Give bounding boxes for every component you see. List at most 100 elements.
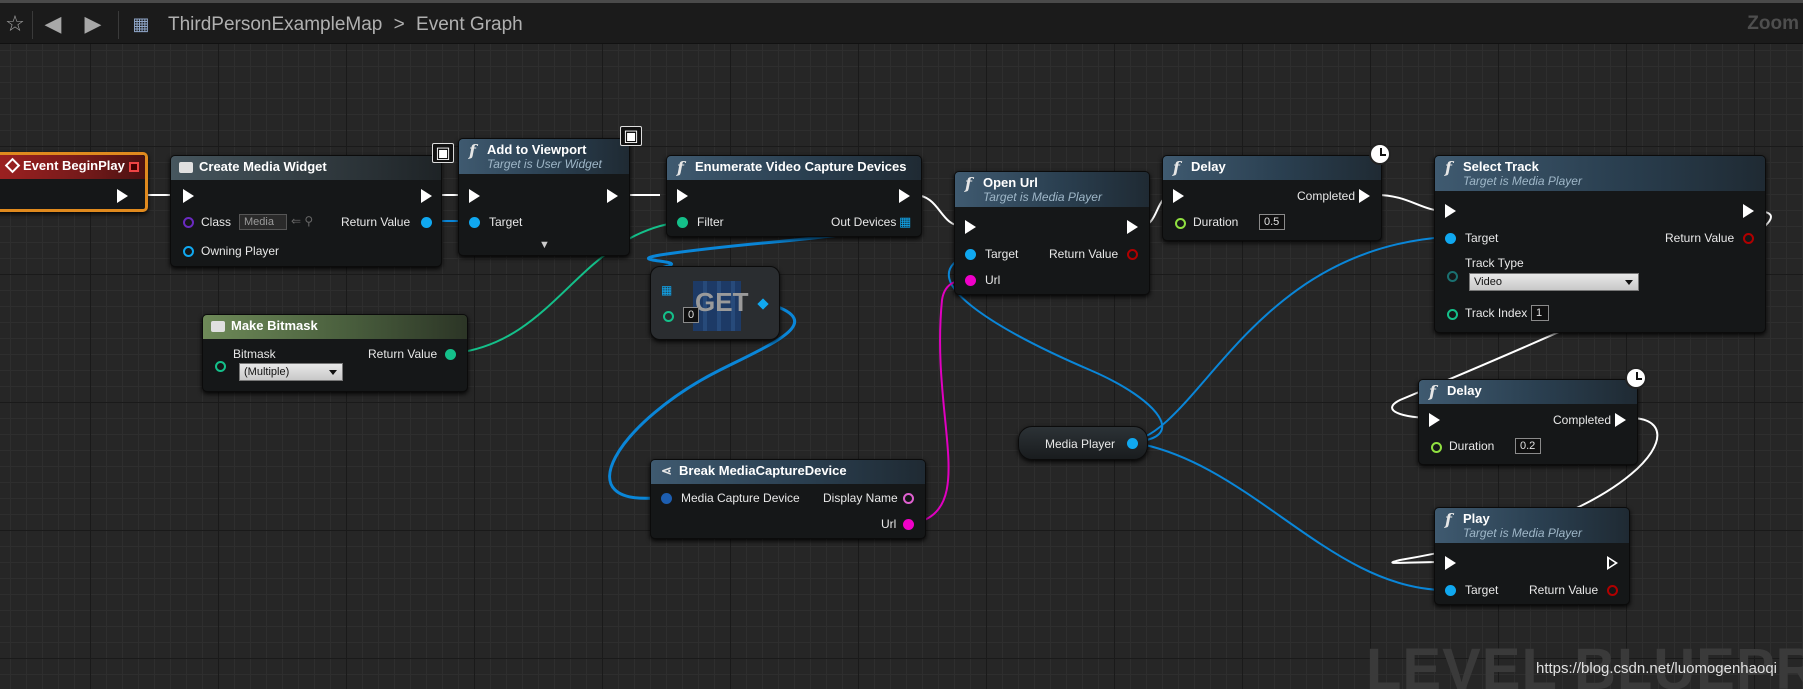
play-title: Play <box>1463 511 1490 526</box>
breadcrumb-graph[interactable]: Event Graph <box>416 14 523 35</box>
open-url-node[interactable]: f Open Url Target is Media Player Target… <box>954 171 1150 295</box>
duration-field[interactable]: 0.2 <box>1515 438 1541 454</box>
url-pin[interactable] <box>903 519 914 530</box>
return-value-pin[interactable] <box>445 349 456 360</box>
array-in-pin[interactable]: ▦ <box>661 283 673 297</box>
get-output-pin[interactable] <box>757 298 769 310</box>
media-player-pin[interactable] <box>1127 438 1138 449</box>
duration-field[interactable]: 0.5 <box>1259 214 1285 230</box>
track-index-field[interactable]: 1 <box>1531 305 1549 321</box>
media-player-variable-node[interactable]: Media Player <box>1018 426 1148 460</box>
filter-label: Filter <box>697 215 724 229</box>
exec-in-pin[interactable] <box>469 189 480 203</box>
play-subtitle: Target is Media Player <box>1463 526 1582 540</box>
array-get-node[interactable]: GET ▦ 0 <box>650 266 780 340</box>
target-pin[interactable] <box>1445 233 1456 244</box>
owning-player-pin[interactable] <box>183 246 194 257</box>
create-media-widget-node[interactable]: Create Media Widget Class Media ⇐ ⚲ Retu… <box>170 155 442 267</box>
target-pin[interactable] <box>1445 585 1456 596</box>
exec-out-pin[interactable] <box>899 189 910 203</box>
exec-out-pin[interactable] <box>1607 556 1618 570</box>
return-value-label: Return Value <box>341 215 411 229</box>
expand-arrow-icon[interactable]: ▼ <box>539 239 550 251</box>
return-value-pin[interactable] <box>1127 249 1138 260</box>
url-label: Url <box>881 517 897 531</box>
class-dropdown[interactable]: Media <box>239 214 287 230</box>
add-to-viewport-node[interactable]: f Add to Viewport Target is User Widget … <box>458 138 630 256</box>
delay-node-2[interactable]: f Delay Completed Duration 0.2 <box>1418 379 1638 465</box>
function-icon: f <box>1445 158 1452 177</box>
star-icon[interactable]: ☆ <box>5 11 25 36</box>
index-pin[interactable] <box>663 311 674 322</box>
event-diamond-icon <box>4 157 21 174</box>
event-beginplay-node[interactable]: Event BeginPlay <box>0 152 148 212</box>
index-field[interactable]: 0 <box>683 307 699 323</box>
breadcrumb: ThirdPersonExampleMap > Event Graph <box>168 14 529 36</box>
breadcrumb-map[interactable]: ThirdPersonExampleMap <box>168 14 383 35</box>
array-pin[interactable]: ▦ <box>899 214 912 229</box>
function-icon: f <box>1445 510 1452 529</box>
target-label: Target <box>1465 583 1499 597</box>
out-devices-label: Out Devices <box>831 215 897 229</box>
level-blueprint-watermark: LEVEL BLUEPRIN <box>1366 637 1803 689</box>
return-value-label: Return Value <box>1049 247 1119 261</box>
display-name-pin[interactable] <box>903 493 914 504</box>
target-pin[interactable] <box>965 249 976 260</box>
exec-out-pin[interactable] <box>421 189 432 203</box>
exec-in-pin[interactable] <box>677 189 688 203</box>
exec-in-pin[interactable] <box>1173 189 1184 203</box>
track-index-pin[interactable] <box>1447 309 1458 320</box>
delegate-pin[interactable] <box>129 162 139 172</box>
return-value-pin[interactable] <box>1743 233 1754 244</box>
duration-pin[interactable] <box>1431 442 1442 453</box>
delay-node-1[interactable]: f Delay Completed Duration 0.5 <box>1162 155 1382 241</box>
array-grid-icon <box>693 281 741 331</box>
function-icon: f <box>469 141 476 160</box>
forward-arrow-icon[interactable]: ▶ <box>84 11 102 36</box>
function-icon: f <box>965 174 972 193</box>
use-selected-icon[interactable]: ⇐ ⚲ <box>291 214 314 228</box>
exec-out-pin[interactable] <box>1127 220 1138 234</box>
return-value-label: Return Value <box>1529 583 1599 597</box>
url-pin[interactable] <box>965 275 976 286</box>
exec-out-pin[interactable] <box>1615 413 1626 427</box>
class-pin[interactable] <box>183 217 194 228</box>
duration-label: Duration <box>1449 439 1495 453</box>
target-pin[interactable] <box>469 217 480 228</box>
break-media-capture-device-node[interactable]: ⋖ Break MediaCaptureDevice Media Capture… <box>650 459 926 539</box>
owning-player-label: Owning Player <box>201 244 280 258</box>
exec-out-pin[interactable] <box>1359 189 1370 203</box>
bitmask-pin[interactable] <box>215 361 226 372</box>
widget-icon <box>179 162 193 173</box>
open-url-title: Open Url <box>983 175 1038 190</box>
filter-pin[interactable] <box>677 217 688 228</box>
exec-in-pin[interactable] <box>183 189 194 203</box>
return-value-pin[interactable] <box>421 217 432 228</box>
exec-in-pin[interactable] <box>1429 413 1440 427</box>
back-arrow-icon[interactable]: ◀ <box>44 11 62 36</box>
exec-out-pin[interactable] <box>607 189 618 203</box>
play-node[interactable]: f Play Target is Media Player Target Ret… <box>1434 507 1630 605</box>
make-bitmask-node[interactable]: Make Bitmask Bitmask (Multiple) Return V… <box>202 314 468 392</box>
get-label: GET <box>695 287 749 317</box>
media-capture-device-pin[interactable] <box>661 493 672 504</box>
class-label: Class <box>201 215 232 229</box>
exec-out-pin[interactable] <box>1743 204 1754 218</box>
exec-in-pin[interactable] <box>965 220 976 234</box>
enumerate-video-capture-devices-node[interactable]: f Enumerate Video Capture Devices Filter… <box>666 155 922 237</box>
exec-in-pin[interactable] <box>1445 556 1456 570</box>
duration-pin[interactable] <box>1175 218 1186 229</box>
bitmask-dropdown[interactable]: (Multiple) <box>239 363 343 381</box>
track-type-pin[interactable] <box>1447 271 1458 282</box>
breadcrumb-separator: > <box>393 14 405 35</box>
event-beginplay-title: Event BeginPlay <box>23 158 125 173</box>
track-type-dropdown[interactable]: Video <box>1469 273 1639 291</box>
exec-in-pin[interactable] <box>1445 204 1456 218</box>
exec-out-pin[interactable] <box>117 189 128 203</box>
clock-icon <box>1625 367 1647 389</box>
return-value-pin[interactable] <box>1607 585 1618 596</box>
select-track-node[interactable]: f Select Track Target is Media Player Ta… <box>1434 155 1766 333</box>
return-value-label: Return Value <box>368 347 438 361</box>
break-device-title: Break MediaCaptureDevice <box>679 463 847 478</box>
monitor-icon: ▣ <box>432 143 454 163</box>
